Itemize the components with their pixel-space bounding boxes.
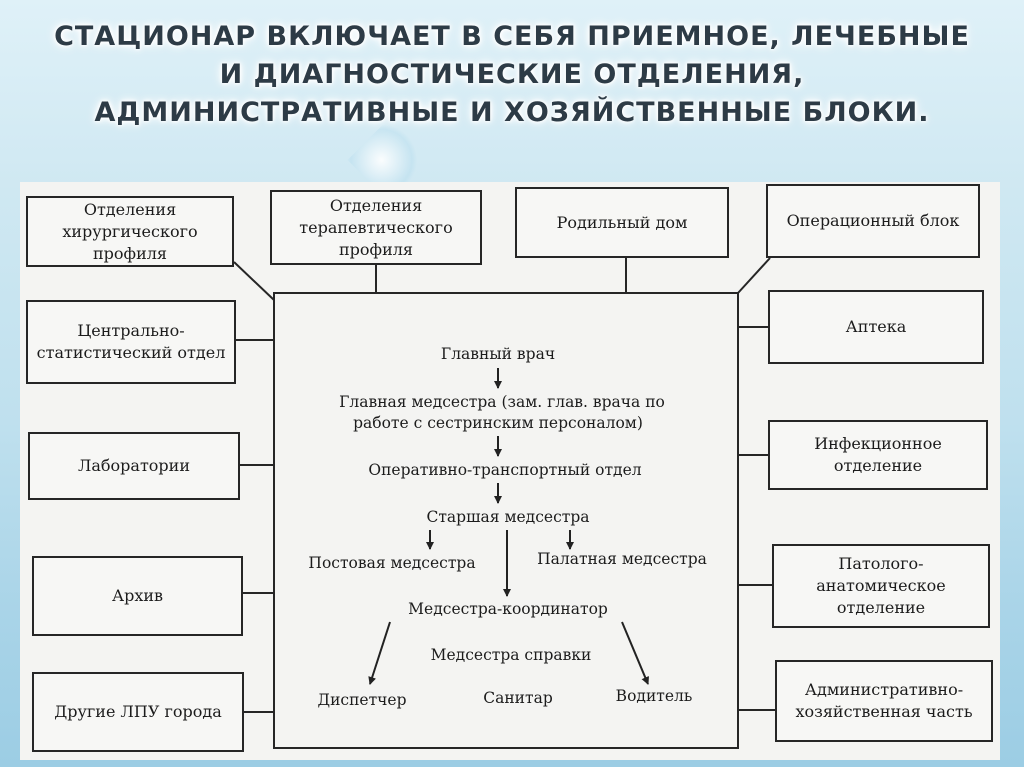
- node-orderly: Санитар: [483, 689, 553, 707]
- node-head-nurse-line2: работе с сестринским персоналом): [353, 414, 643, 432]
- central-frame: [273, 292, 739, 749]
- box-operating-block: Операционный блок: [766, 184, 980, 258]
- box-pharmacy: Аптека: [768, 290, 984, 364]
- node-dispatcher: Диспетчер: [317, 691, 407, 709]
- node-chief-doctor: Главный врач: [440, 345, 556, 363]
- box-admin-part: Административно-хозяйственная часть: [775, 660, 993, 742]
- box-surgical-departments: Отделения хирургического профиля: [26, 196, 234, 267]
- arrow-coordinator-to-dispatcher: [368, 621, 391, 685]
- arrow-coordinator-to-driver: [621, 621, 649, 685]
- node-senior-nurse: Старшая медсестра: [426, 508, 590, 526]
- box-archive: Архив: [32, 556, 243, 636]
- node-info-nurse: Медсестра справки: [430, 646, 592, 664]
- box-laboratories: Лаборатории: [28, 432, 240, 500]
- node-head-nurse: Главная медсестра (зам. глав. врача по: [339, 393, 665, 411]
- box-other-lpu: Другие ЛПУ города: [32, 672, 244, 752]
- node-ward-nurse: Палатная медсестра: [537, 550, 707, 568]
- node-nurse-coordinator: Медсестра-координатор: [408, 600, 608, 618]
- box-pathology-department: Патолого-анатомическое отделение: [772, 544, 990, 628]
- node-transport-department: Оперативно-транспортный отдел: [368, 461, 642, 479]
- node-post-nurse: Постовая медсестра: [308, 554, 476, 572]
- link-operating: [737, 257, 771, 294]
- node-driver: Водитель: [615, 687, 693, 705]
- box-maternity-home: Родильный дом: [515, 187, 729, 258]
- box-therapeutic-departments: Отделения терапевтического профиля: [270, 190, 482, 265]
- box-statistics-department: Центрально-статистический отдел: [26, 300, 236, 384]
- box-infectious-department: Инфекционное отделение: [768, 420, 988, 490]
- link-surgical: [233, 261, 275, 301]
- slide-title: СТАЦИОНАР ВКЛЮЧАЕТ В СЕБЯ ПРИЕМНОЕ, ЛЕЧЕ…: [54, 21, 970, 128]
